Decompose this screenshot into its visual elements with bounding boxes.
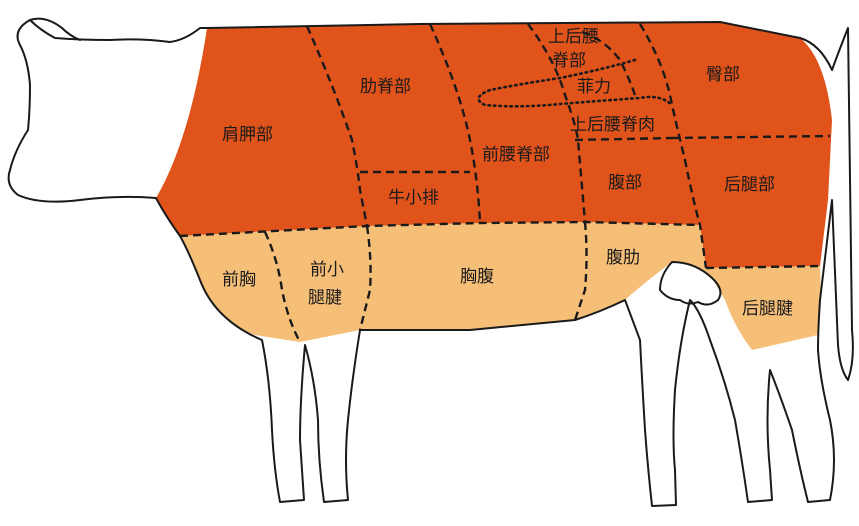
label-top-sirloin-meat: 上后腰脊肉 [570, 115, 655, 135]
label-round: 后腿部 [724, 175, 775, 195]
label-top-sirloin-1: 上后腰 [548, 27, 599, 47]
label-flank: 腹部 [608, 173, 642, 193]
label-hind-shank: 后腿腱 [742, 299, 793, 319]
label-short-loin: 前腰脊部 [482, 145, 550, 165]
label-shoulder: 肩胛部 [222, 125, 273, 145]
label-rump: 臀部 [706, 65, 740, 85]
label-plate: 胸腹 [460, 267, 494, 287]
label-top-sirloin-2: 脊部 [552, 51, 586, 71]
label-brisket: 前胸 [222, 270, 256, 290]
label-fore-shank-1: 前小 [310, 260, 344, 280]
label-short-plate: 牛小排 [388, 188, 439, 208]
label-fore-shank-2: 腿腱 [308, 288, 342, 308]
label-flank-steak: 腹肋 [606, 248, 640, 268]
label-rib: 肋脊部 [360, 77, 411, 97]
label-tenderloin: 菲力 [577, 77, 611, 97]
cow-ear [30, 19, 80, 40]
